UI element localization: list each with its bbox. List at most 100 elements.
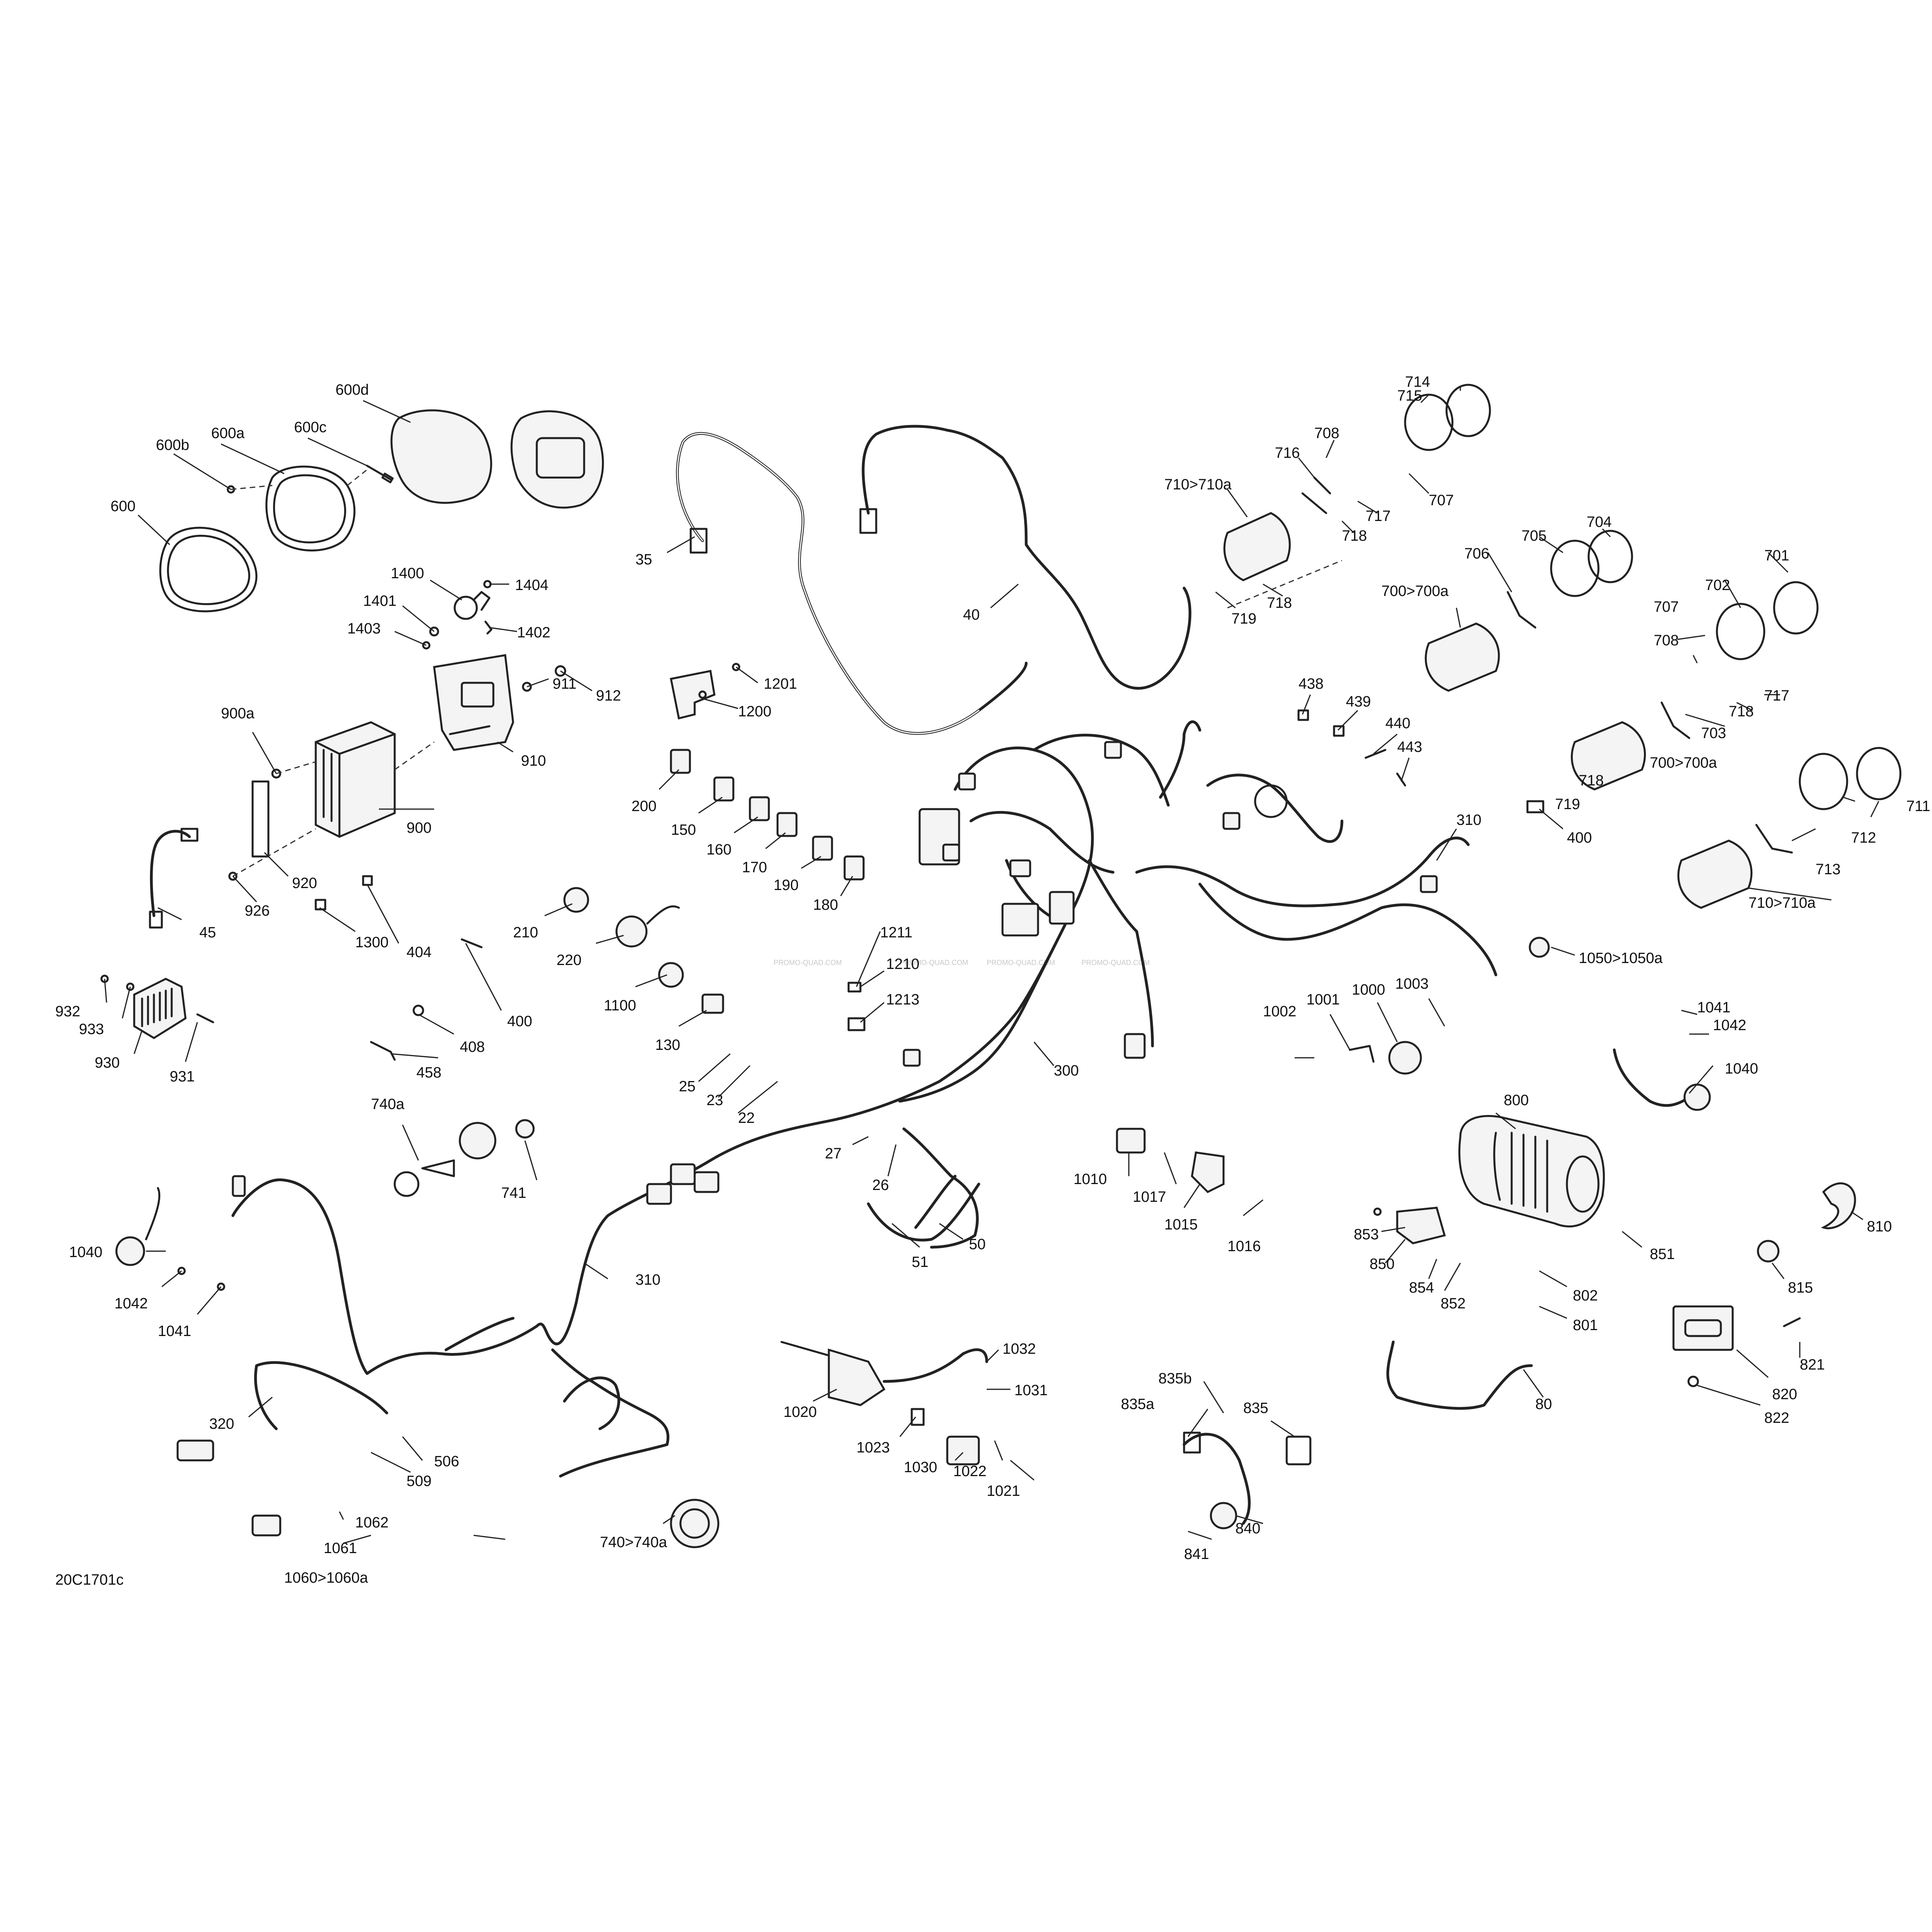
callout-701: 701: [1764, 547, 1789, 564]
callout-802: 802: [1573, 1287, 1598, 1304]
battery-strap-920: [251, 780, 270, 858]
callout-400-right: 400: [1567, 830, 1592, 846]
winch-contactor-850: [1373, 1207, 1446, 1244]
callout-439: 439: [1346, 693, 1371, 710]
callout-600d: 600d: [335, 382, 369, 398]
callout-170: 170: [742, 859, 767, 876]
callout-850: 850: [1370, 1256, 1394, 1272]
switch-1040-right: [1613, 1048, 1711, 1111]
callout-1041-right: 1041: [1697, 999, 1731, 1016]
cluster-alignment-line: [230, 469, 367, 490]
switch-1040-left: [115, 1187, 225, 1291]
electronic-module-bracket-910: [433, 654, 566, 751]
callout-1003: 1003: [1395, 976, 1429, 992]
callout-1020: 1020: [783, 1404, 817, 1420]
callout-920: 920: [292, 875, 317, 892]
callout-703: 703: [1701, 725, 1726, 742]
callout-815: 815: [1788, 1280, 1813, 1296]
callout-707-lower: 707: [1654, 599, 1679, 615]
callout-810: 810: [1867, 1218, 1892, 1235]
callout-801: 801: [1573, 1317, 1598, 1334]
battery-cable-40: [862, 425, 1192, 690]
callout-854: 854: [1409, 1280, 1434, 1296]
callout-310-lower: 310: [635, 1272, 660, 1288]
winch-cable-80: [1386, 1340, 1533, 1410]
callout-320: 320: [209, 1416, 234, 1432]
callout-710-710a-upper: 710>710a: [1164, 476, 1232, 493]
callout-1016: 1016: [1227, 1238, 1261, 1255]
callout-718-c: 718: [1729, 703, 1754, 720]
callout-900: 900: [407, 820, 431, 836]
callout-25: 25: [679, 1078, 695, 1095]
callout-190: 190: [774, 877, 798, 894]
callout-400: 400: [507, 1013, 532, 1030]
callout-1400: 1400: [391, 565, 424, 582]
callout-1000: 1000: [1352, 982, 1385, 998]
control-switch-1020: [780, 1341, 988, 1465]
svg-text:PROMO-QUAD.COM: PROMO-QUAD.COM: [774, 959, 842, 967]
callout-50: 50: [969, 1236, 986, 1253]
callout-718-d: 718: [1579, 772, 1604, 789]
callout-1201: 1201: [764, 676, 797, 692]
front-harness-310: [231, 1049, 979, 1478]
cluster-lens: [390, 409, 492, 504]
callout-1300: 1300: [355, 934, 389, 951]
relay-holder-1400: [422, 580, 493, 650]
callout-707-upper: 707: [1429, 492, 1454, 509]
callout-80: 80: [1535, 1396, 1552, 1413]
callout-716: 716: [1275, 445, 1300, 461]
callout-740a: 740a: [371, 1096, 405, 1113]
callout-45: 45: [199, 924, 216, 941]
callout-438: 438: [1299, 676, 1323, 692]
callout-200: 200: [632, 798, 656, 815]
callout-711: 711: [1906, 798, 1930, 815]
callout-23: 23: [706, 1092, 723, 1109]
callout-labels: 35 40 600 600a 600b 600c 600d 1400 1401 …: [55, 374, 1930, 1586]
callout-714: 714: [1405, 374, 1430, 390]
callout-506: 506: [434, 1453, 459, 1470]
callout-51: 51: [912, 1254, 928, 1271]
main-harness-300: [898, 720, 1497, 1103]
callout-1021: 1021: [987, 1483, 1020, 1499]
callout-1213: 1213: [886, 991, 920, 1008]
switch-840: [1182, 1432, 1312, 1529]
headlight-710-lower: [1677, 747, 1902, 909]
callout-800: 800: [1504, 1092, 1529, 1109]
callout-1017: 1017: [1133, 1189, 1166, 1205]
svg-text:PROMO-QUAD.COM: PROMO-QUAD.COM: [987, 959, 1055, 967]
callout-210: 210: [513, 924, 538, 941]
callout-1032: 1032: [1003, 1341, 1036, 1357]
winch-hook-810: [1757, 1182, 1856, 1263]
headlight-710-upper: [1223, 384, 1491, 609]
leader-lines: [104, 387, 1880, 1544]
callout-160: 160: [706, 841, 731, 858]
callout-706: 706: [1464, 545, 1489, 562]
figure-code: 20C1701c: [55, 1572, 124, 1588]
callout-22: 22: [738, 1110, 755, 1126]
callout-912: 912: [596, 688, 621, 704]
cluster-display: [536, 437, 585, 479]
callout-741: 741: [501, 1185, 526, 1201]
callout-26: 26: [872, 1177, 889, 1194]
callout-702: 702: [1705, 577, 1730, 594]
cluster-bezel-outer: [159, 527, 258, 613]
callout-1030: 1030: [904, 1459, 937, 1476]
switches-relays-row: [670, 749, 865, 881]
callout-1042-right: 1042: [1713, 1017, 1746, 1034]
callout-930: 930: [95, 1055, 120, 1071]
callout-1200: 1200: [738, 703, 772, 720]
callout-931: 931: [170, 1068, 195, 1085]
callout-821: 821: [1800, 1357, 1825, 1373]
callout-180: 180: [813, 897, 838, 913]
harness-50: [867, 1182, 980, 1242]
callout-822: 822: [1764, 1410, 1789, 1426]
callout-404: 404: [407, 944, 431, 961]
callout-1041-left: 1041: [158, 1323, 191, 1340]
connector-1050: [1529, 937, 1550, 958]
cable-40-terminal: [859, 508, 877, 534]
headlight-700-upper: [1424, 530, 1633, 692]
rear-harness-320: [176, 1361, 388, 1537]
callout-708-lower: 708: [1654, 632, 1679, 649]
callout-933: 933: [79, 1021, 104, 1038]
callout-1023: 1023: [856, 1439, 890, 1456]
